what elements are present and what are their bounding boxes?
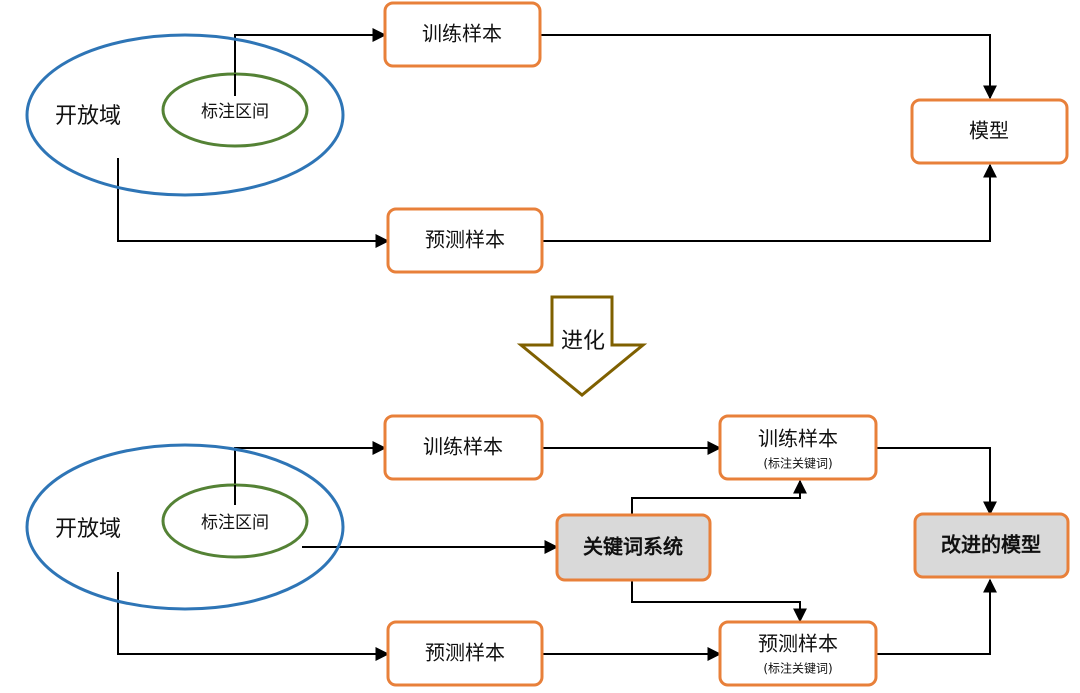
top-connectors xyxy=(117,28,997,248)
prediction-samples-label: 预测样本 xyxy=(425,228,505,252)
evolution-arrow: 进化 xyxy=(516,295,648,397)
training-samples-kw-box xyxy=(718,414,878,481)
prediction-samples-kw-label: 预测样本 xyxy=(758,632,838,656)
connector-prediction-kw-to-improved xyxy=(876,578,997,655)
top-diagram: 开放域 标注区间 训练样本 模型 预测样本 xyxy=(25,1,1069,274)
training-samples-box xyxy=(383,1,542,68)
prediction-samples-kw-note: (标注关键词) xyxy=(763,661,832,676)
training-samples-kw-note: (标注关键词) xyxy=(763,456,832,471)
prediction-samples-box xyxy=(386,207,544,274)
training-samples-box xyxy=(383,414,544,481)
down-arrow-icon xyxy=(516,295,648,397)
model-box xyxy=(910,98,1069,165)
evolution-label: 进化 xyxy=(561,329,605,354)
bottom-diagram: 开放域 标注区间 训练样本 训练样本 (标注关键词) 关键词系统 改进的模型 预… xyxy=(25,414,1070,687)
connector-keyword-to-training-kw xyxy=(631,479,807,515)
prediction-samples-label: 预测样本 xyxy=(425,641,505,665)
training-samples-kw-label: 训练样本 xyxy=(758,427,838,451)
model-label: 模型 xyxy=(969,119,1009,143)
keyword-system-box xyxy=(555,513,712,582)
open-domain-ellipse xyxy=(25,33,345,197)
keyword-system-label: 关键词系统 xyxy=(583,535,683,559)
connector-keyword-to-prediction-kw xyxy=(631,580,807,623)
improved-model-box xyxy=(913,512,1070,579)
training-samples-label: 训练样本 xyxy=(422,22,502,46)
connector-training-to-model xyxy=(540,34,997,100)
prediction-samples-box xyxy=(386,620,544,687)
connector-training-kw-to-improved xyxy=(876,447,997,516)
connector-domain-to-prediction xyxy=(117,572,390,661)
open-domain-label: 开放域 xyxy=(55,104,121,129)
training-samples-label: 训练样本 xyxy=(423,435,503,459)
connector-prediction-to-model xyxy=(542,163,997,242)
prediction-samples-kw-box xyxy=(718,620,878,687)
connector-domain-to-prediction xyxy=(117,158,390,248)
annotated-range-label: 标注区间 xyxy=(201,513,269,533)
annotated-range-label: 标注区间 xyxy=(201,102,269,122)
open-domain-label: 开放域 xyxy=(55,517,121,542)
open-domain-ellipse xyxy=(25,443,345,611)
improved-model-label: 改进的模型 xyxy=(941,533,1041,557)
